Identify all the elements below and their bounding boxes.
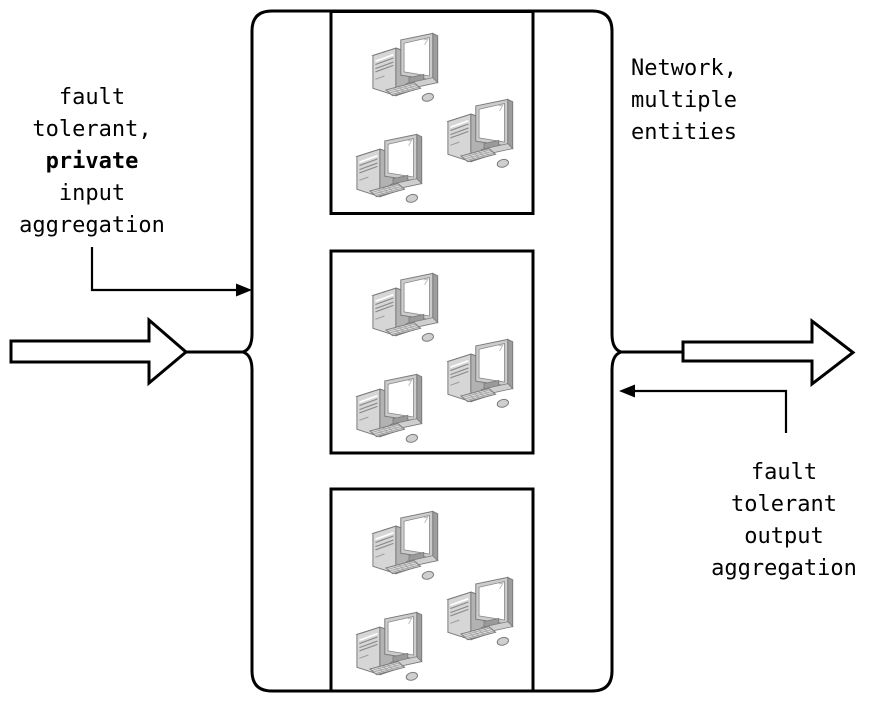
label-line: entities — [631, 120, 737, 145]
input-label-arrow — [90, 247, 252, 297]
entity-group-box-3 — [329, 487, 535, 693]
network-label: Network, multiple entities — [631, 53, 737, 149]
output-aggregation-label: fault tolerant output aggregation — [694, 457, 874, 585]
label-line: fault — [750, 460, 818, 485]
label-line: aggregation — [19, 213, 165, 238]
label-line: aggregation — [711, 556, 857, 581]
label-line: input — [58, 181, 126, 206]
label-line-emphasis: private — [45, 149, 139, 174]
output-label-arrow — [619, 384, 788, 433]
label-line: Network, — [631, 56, 737, 81]
input-aggregation-label: fault tolerant, private input aggregatio… — [2, 82, 182, 242]
entity-group-box-1 — [329, 10, 535, 215]
output-flow-arrow — [681, 317, 856, 388]
label-line: fault — [58, 85, 126, 110]
label-line: output — [744, 524, 824, 549]
label-line: tolerant, — [32, 117, 152, 142]
label-line: tolerant — [731, 492, 837, 517]
label-line: multiple — [631, 88, 737, 113]
entity-group-box-2 — [329, 249, 535, 455]
input-flow-arrow — [9, 316, 189, 387]
